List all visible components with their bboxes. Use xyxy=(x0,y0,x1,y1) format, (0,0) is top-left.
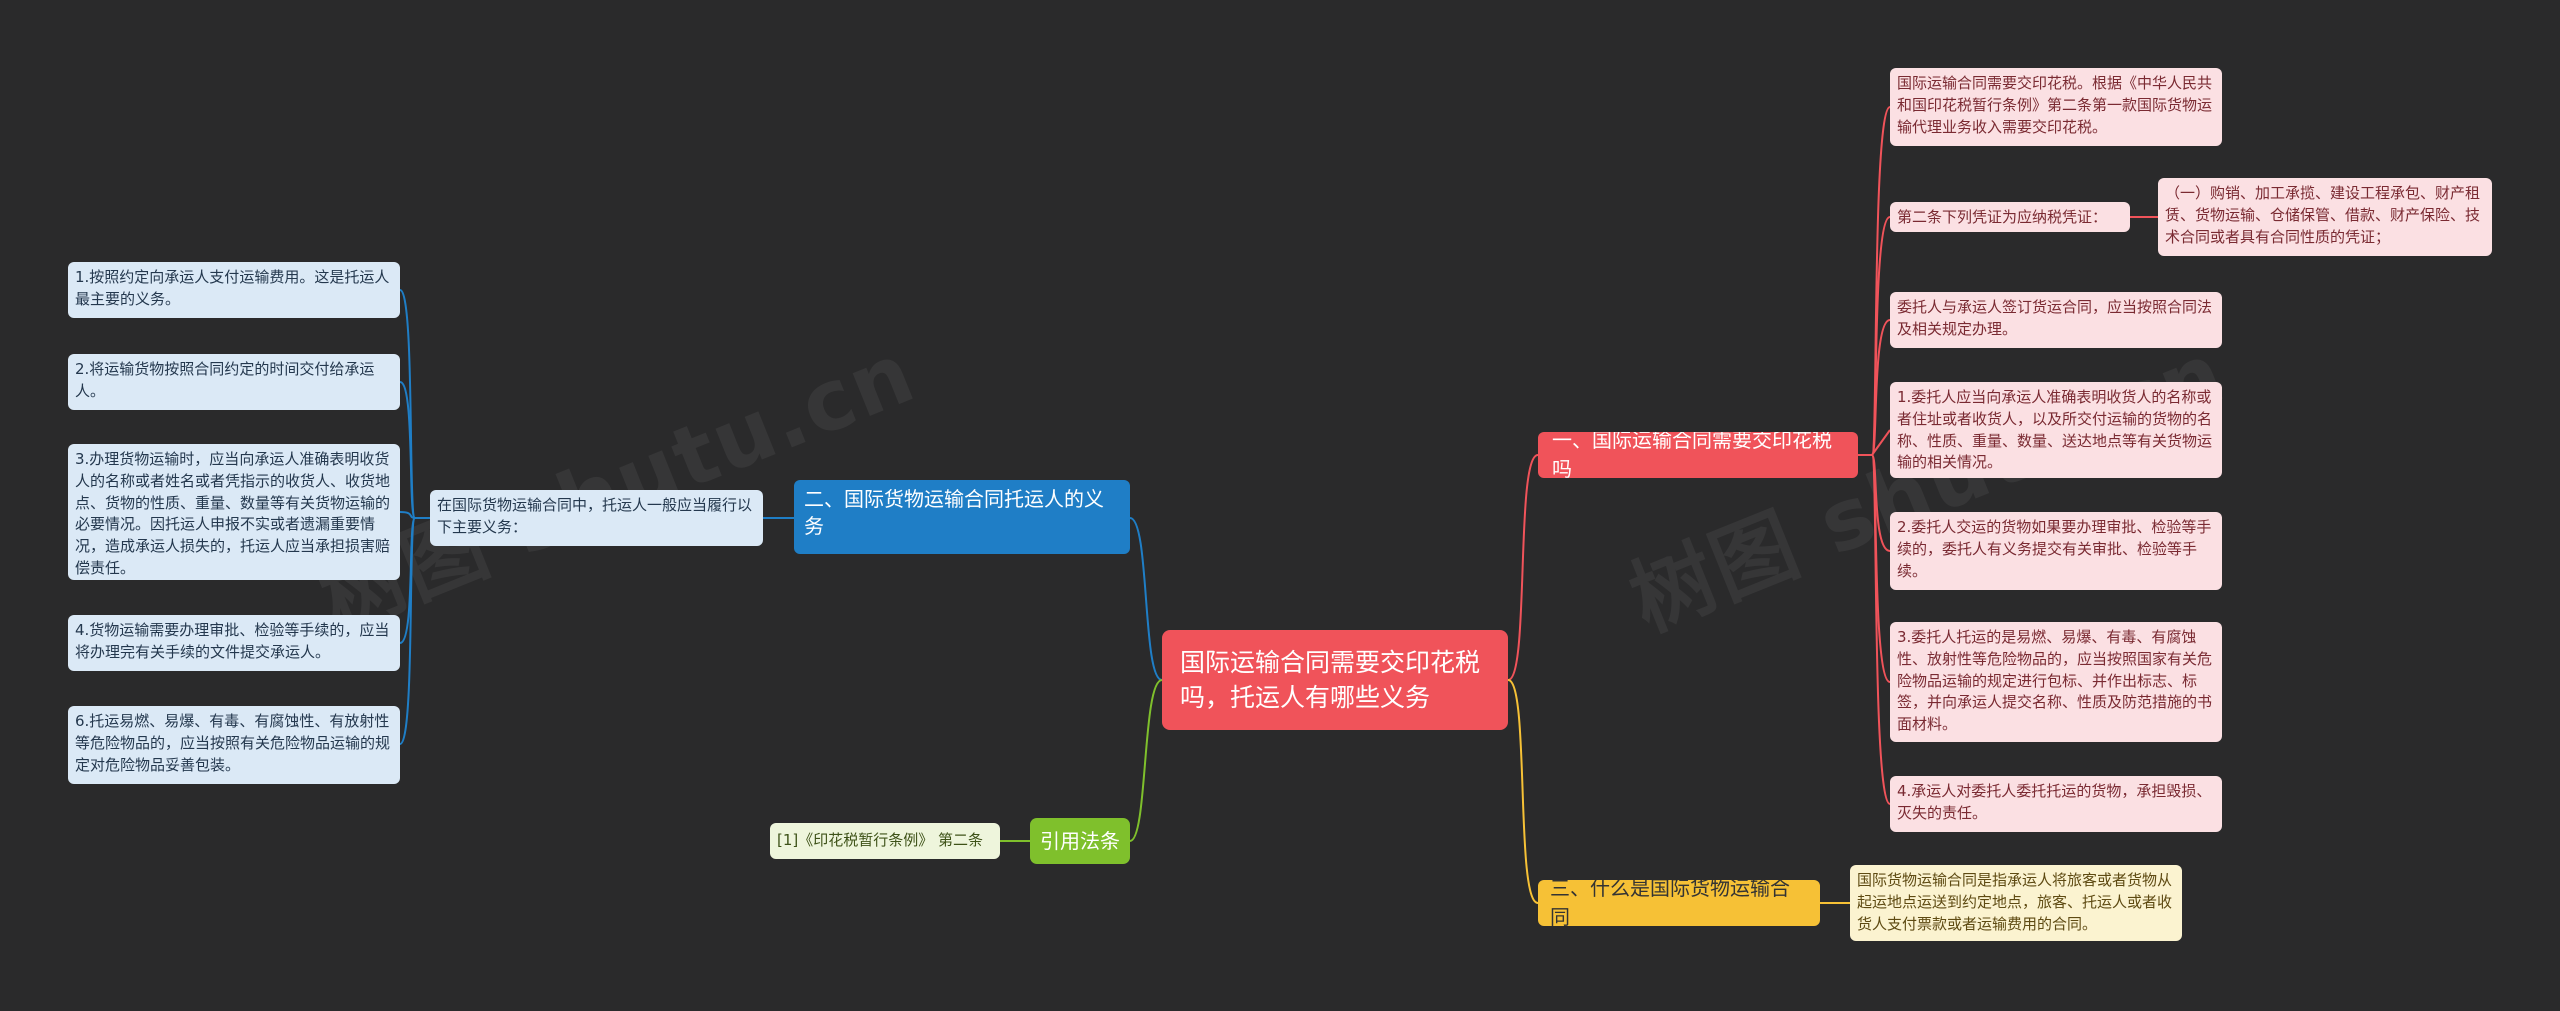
stamp-tax-item-6[interactable]: 3.委托人托运的是易燃、易爆、有毒、有腐蚀性、放射性等危险物品的，应当按照国家有… xyxy=(1890,622,2222,742)
branch-shipper-duties-label: 二、国际货物运输合同托运人的义务 xyxy=(804,487,1104,538)
root-topic[interactable]: 国际运输合同需要交印花税吗，托运人有哪些义务 xyxy=(1162,630,1508,730)
branch-definition-label: 三、什么是国际货物运输合同 xyxy=(1550,880,1790,926)
shipper-duty-item-1[interactable]: 1.按照约定向承运人支付运输费用。这是托运人最主要的义务。 xyxy=(68,262,400,318)
branch-law[interactable]: 引用法条 xyxy=(1030,818,1130,864)
stamp-tax-item-5[interactable]: 2.委托人交运的货物如果要办理审批、检验等手续的，委托人有义务提交有关审批、检验… xyxy=(1890,512,2222,590)
stamp-tax-item-2[interactable]: 第二条下列凭证为应纳税凭证： xyxy=(1890,202,2130,232)
branch-shipper-duties[interactable]: 二、国际货物运输合同托运人的义务 xyxy=(794,480,1130,554)
shipper-duty-item-5[interactable]: 6.托运易燃、易爆、有毒、有腐蚀性、有放射性等危险物品的，应当按照有关危险物品运… xyxy=(68,706,400,784)
shipper-duties-intro[interactable]: 在国际货物运输合同中，托运人一般应当履行以下主要义务： xyxy=(430,490,763,546)
shipper-duty-item-2[interactable]: 2.将运输货物按照合同约定的时间交付给承运人。 xyxy=(68,354,400,410)
stamp-tax-item-4[interactable]: 1.委托人应当向承运人准确表明收货人的名称或者住址或者收货人，以及所交付运输的货… xyxy=(1890,382,2222,478)
branch-stamp-tax-label: 一、国际运输合同需要交印花税吗 xyxy=(1552,432,1832,478)
branch-law-label: 引用法条 xyxy=(1040,828,1120,853)
stamp-tax-item-7[interactable]: 4.承运人对委托人委托托运的货物，承担毁损、灭失的责任。 xyxy=(1890,776,2222,832)
definition-item-1[interactable]: 国际货物运输合同是指承运人将旅客或者货物从起运地点运送到约定地点，旅客、托运人或… xyxy=(1850,865,2182,941)
root-topic-label: 国际运输合同需要交印花税吗，托运人有哪些义务 xyxy=(1180,648,1481,712)
law-item-1[interactable]: [1]《印花税暂行条例》 第二条 xyxy=(770,823,1000,859)
stamp-tax-sub-item[interactable]: （一）购销、加工承揽、建设工程承包、财产租赁、货物运输、仓储保管、借款、财产保险… xyxy=(2158,178,2492,256)
shipper-duty-item-3[interactable]: 3.办理货物运输时，应当向承运人准确表明收货人的名称或者姓名或者凭指示的收货人、… xyxy=(68,444,400,580)
shipper-duty-item-4[interactable]: 4.货物运输需要办理审批、检验等手续的，应当将办理完有关手续的文件提交承运人。 xyxy=(68,615,400,671)
stamp-tax-item-3[interactable]: 委托人与承运人签订货运合同，应当按照合同法及相关规定办理。 xyxy=(1890,292,2222,348)
stamp-tax-item-1[interactable]: 国际运输合同需要交印花税。根据《中华人民共和国印花税暂行条例》第二条第一款国际货… xyxy=(1890,68,2222,146)
branch-definition[interactable]: 三、什么是国际货物运输合同 xyxy=(1538,880,1820,926)
branch-stamp-tax[interactable]: 一、国际运输合同需要交印花税吗 xyxy=(1538,432,1858,478)
